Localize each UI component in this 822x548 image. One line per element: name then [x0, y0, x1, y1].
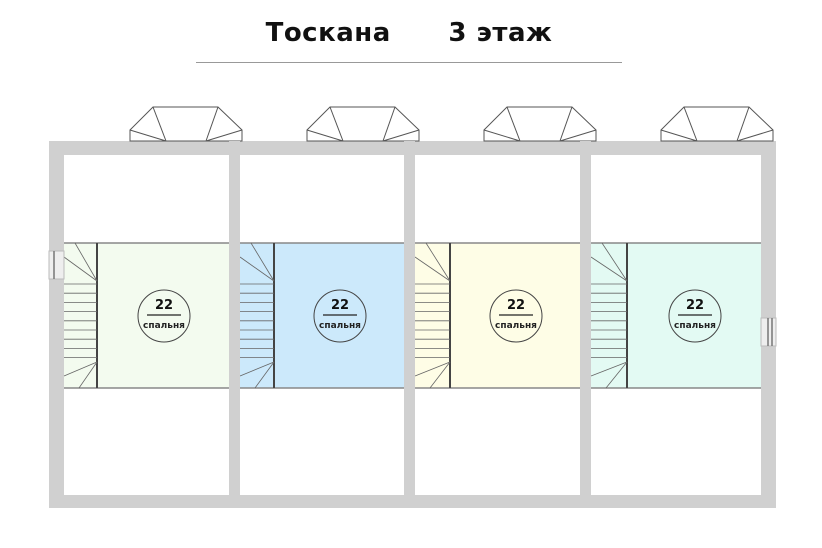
stair-winder: [63, 256, 98, 282]
bay-line: [129, 129, 167, 142]
room-badge: [137, 289, 191, 343]
bay-window: [483, 106, 597, 142]
stair-winder: [590, 256, 628, 282]
bay-line: [683, 106, 698, 142]
bay-outline: [306, 106, 420, 142]
window-left: [48, 250, 65, 280]
stair-winder: [425, 242, 451, 282]
unit-2: 22 спальня: [239, 242, 404, 389]
bay-outline: [129, 106, 243, 142]
stair-winder: [601, 242, 628, 282]
bay-line: [483, 129, 521, 142]
stair-winder: [239, 361, 275, 377]
bay-line: [736, 106, 750, 142]
bay-line: [205, 106, 219, 142]
bay-outline: [660, 106, 774, 142]
bay-line: [205, 129, 243, 142]
stair-winder: [250, 242, 275, 282]
staircase: [63, 242, 98, 389]
room-number: 22: [155, 298, 173, 313]
bay-line: [382, 129, 420, 142]
title-divider: [196, 62, 622, 63]
party-wall: [229, 141, 240, 508]
room-floor: [591, 243, 761, 388]
room-label: спальня: [143, 321, 185, 331]
stair-winder: [254, 361, 275, 389]
window-frame: [48, 250, 65, 280]
room-label: спальня: [319, 321, 361, 331]
bay-line: [329, 106, 344, 142]
room-badge: [668, 289, 722, 343]
unit-1: 22 спальня: [63, 242, 229, 389]
bay-window: [660, 106, 774, 142]
stair-winder: [414, 256, 451, 282]
bay-line: [559, 106, 573, 142]
room-floor: [240, 243, 404, 388]
room-floor: [64, 243, 229, 388]
floor-label: 3 этаж: [448, 18, 553, 48]
stair-winder: [239, 256, 275, 282]
stair-winder: [429, 361, 451, 389]
unit-3: 22 спальня: [414, 242, 580, 389]
staircase: [414, 242, 451, 389]
bay-line: [306, 129, 344, 142]
plan-title: Тоскана 3 этаж: [196, 18, 622, 48]
staircase: [590, 242, 628, 389]
room-number: 22: [686, 298, 704, 313]
party-wall: [404, 141, 415, 508]
stair-winder: [63, 361, 98, 377]
project-name: Тоскана: [265, 18, 391, 48]
room-badge: [489, 289, 543, 343]
party-wall: [580, 141, 591, 508]
stair-winder: [74, 242, 98, 282]
room-label: спальня: [495, 321, 537, 331]
bay-line: [559, 129, 597, 142]
bay-line: [506, 106, 521, 142]
room-number: 22: [331, 298, 349, 313]
room-label: спальня: [674, 321, 716, 331]
staircase: [239, 242, 275, 389]
stair-winder: [78, 361, 98, 389]
bay-line: [152, 106, 167, 142]
room-number: 22: [507, 298, 525, 313]
room-badge: [313, 289, 367, 343]
bay-line: [382, 106, 396, 142]
unit-4: 22 спальня: [590, 242, 761, 389]
bay-window: [306, 106, 420, 142]
bay-line: [660, 129, 698, 142]
bay-window: [129, 106, 243, 142]
window-right: [760, 317, 777, 347]
bay-line: [736, 129, 774, 142]
stair-winder: [414, 361, 451, 377]
stair-winder: [605, 361, 628, 389]
stair-winder: [590, 361, 628, 377]
bay-outline: [483, 106, 597, 142]
room-floor: [415, 243, 580, 388]
